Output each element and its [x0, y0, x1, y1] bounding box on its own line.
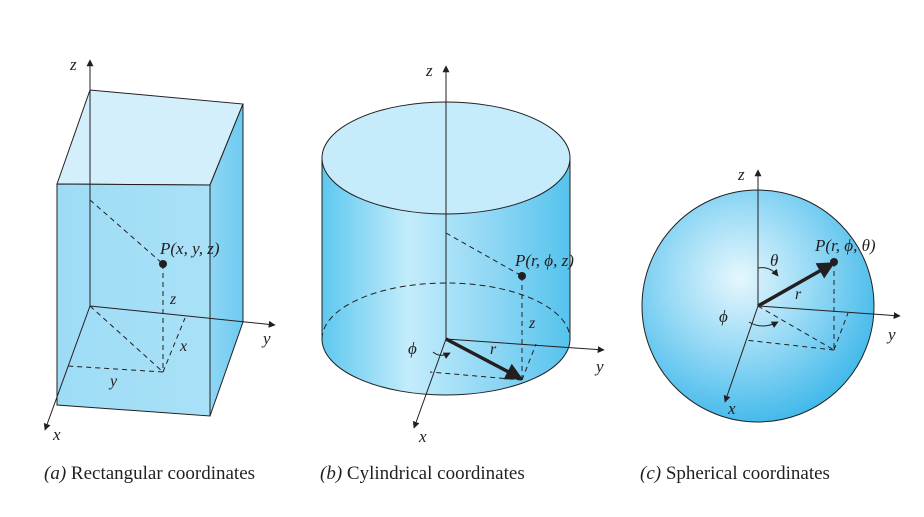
axis-label-y-c: y	[886, 325, 896, 344]
r-vector-b	[445, 337, 524, 380]
box-front-face	[56, 183, 211, 417]
construction-lines-b	[429, 232, 537, 381]
point-label-a: P(x, y, z)	[159, 239, 220, 258]
seg-label-r-c: r	[795, 286, 802, 303]
angle-label-phi-b: ϕ	[408, 339, 417, 358]
axis-label-x-c: x	[727, 399, 736, 418]
axis-label-x-b: x	[418, 427, 427, 446]
seg-label-r-b: r	[490, 341, 497, 358]
x-axis-a	[43, 305, 91, 431]
caption-c-letter: (c)	[640, 463, 661, 484]
y-axis-c	[757, 305, 901, 320]
x-axis-b	[412, 338, 447, 429]
r-vector-c	[757, 262, 836, 308]
caption-a-letter: (a)	[44, 463, 66, 484]
caption-c: (c) Spherical coordinates	[640, 463, 830, 484]
phi-arc-b	[432, 351, 451, 359]
point-p-a	[159, 260, 167, 268]
caption-a-text: Rectangular coordinates	[66, 463, 255, 484]
seg-label-x-a: x	[179, 338, 187, 355]
axis-label-y-b: y	[594, 357, 604, 376]
angle-label-theta-c: θ	[770, 251, 778, 270]
axis-label-z-a: z	[69, 55, 77, 74]
axis-label-z-c: z	[737, 165, 745, 184]
point-label-c: P(r, ϕ, θ)	[814, 236, 876, 255]
x-axis-c	[723, 305, 759, 403]
caption-b-letter: (b)	[320, 463, 342, 484]
panel-cylindrical: P(r, ϕ, z) z r ϕ z y x	[321, 61, 605, 446]
seg-label-y-a: y	[108, 373, 118, 390]
axis-label-y-a: y	[261, 329, 271, 348]
panel-spherical: P(r, ϕ, θ) r θ ϕ z y x	[641, 165, 901, 423]
cylinder-base-dashed	[321, 282, 571, 340]
point-label-b: P(r, ϕ, z)	[514, 251, 574, 270]
axis-label-z-b: z	[425, 61, 433, 80]
axis-label-x-a: x	[52, 425, 61, 444]
seg-label-z-b: z	[528, 315, 536, 332]
box-top-face	[56, 89, 244, 186]
point-p-b	[518, 272, 526, 280]
panel-rectangular: P(x, y, z) z x y z y x	[43, 55, 276, 444]
y-axis-b	[445, 338, 605, 354]
theta-arc-c	[757, 267, 779, 277]
construction-lines-c	[744, 262, 849, 351]
angle-label-phi-c: ϕ	[719, 307, 728, 326]
caption-c-text: Spherical coordinates	[661, 463, 830, 484]
caption-b-text: Cylindrical coordinates	[342, 463, 525, 484]
caption-b: (b) Cylindrical coordinates	[320, 463, 525, 484]
phi-arc-c	[748, 321, 779, 328]
y-axis-a	[89, 305, 276, 328]
construction-lines-a	[67, 199, 186, 373]
caption-a: (a) Rectangular coordinates	[44, 463, 255, 484]
point-p-c	[830, 258, 838, 266]
seg-label-z-a: z	[169, 291, 177, 308]
